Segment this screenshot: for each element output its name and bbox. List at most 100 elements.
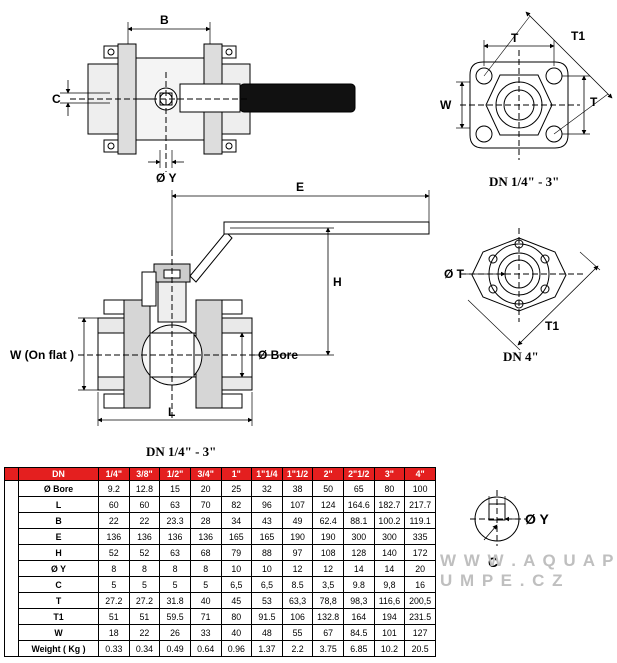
table-cell: 20 <box>404 560 436 577</box>
table-cell: 31.8 <box>159 592 191 609</box>
table-cell: 107 <box>281 496 314 513</box>
table-cell: 51 <box>128 608 161 625</box>
table-cell: 127 <box>404 624 436 641</box>
table-cell: 194 <box>373 608 406 625</box>
bore-dimension-label: Ø Bore <box>258 348 298 362</box>
table-header-size: 2" <box>312 467 344 481</box>
flange-large-t-label: Ø T <box>444 267 465 281</box>
table-cell: 182.7 <box>373 496 406 513</box>
table-cell: 172 <box>404 544 436 561</box>
table-cell: 96 <box>251 496 283 513</box>
table-cell: 3.75 <box>312 640 344 657</box>
table-header-size: 1/2" <box>159 467 191 481</box>
table-cell: 100.2 <box>373 512 406 529</box>
table-row-label: Ø Bore <box>18 480 99 497</box>
table-cell: 52 <box>98 544 130 561</box>
table-cell: 136 <box>98 528 130 545</box>
table-cell: 136 <box>128 528 161 545</box>
b-dimension-label: B <box>160 13 169 27</box>
stem-detail-drawing <box>470 490 527 546</box>
table-cell: 132.8 <box>312 608 344 625</box>
table-cell: 52 <box>128 544 161 561</box>
table-row-label: T1 <box>18 608 99 625</box>
table-cell: 14 <box>373 560 406 577</box>
table-cell: 67 <box>312 624 344 641</box>
table-cell: 8 <box>98 560 130 577</box>
table-header-size: 4" <box>404 467 436 481</box>
table-cell: 88 <box>251 544 283 561</box>
table-cell: 8 <box>159 560 191 577</box>
table-cell: 49 <box>281 512 314 529</box>
table-cell: 26 <box>159 624 191 641</box>
flange-small-t-top-label: T <box>511 31 519 45</box>
table-cell: 3,5 <box>312 576 344 593</box>
table-cell: 2.2 <box>281 640 314 657</box>
table-header-size: 2"1/2 <box>343 467 375 481</box>
table-cell: 22 <box>128 624 161 641</box>
table-cell: 65 <box>343 480 375 497</box>
table-cell: 0.33 <box>98 640 130 657</box>
table-cell: 12 <box>312 560 344 577</box>
table-cell: 0.49 <box>159 640 191 657</box>
table-row-label: Weight ( Kg ) <box>18 640 99 657</box>
l-dimension-label: L <box>168 405 175 419</box>
table-cell: 38 <box>281 480 314 497</box>
table-header-size: 1"1/4 <box>251 467 283 481</box>
table-cell: 70 <box>189 496 222 513</box>
w-on-flat-label: W (On flat ) <box>10 348 74 362</box>
flange-small-drawing <box>456 11 613 160</box>
table-cell: 79 <box>220 544 253 561</box>
table-header-blank <box>4 467 19 481</box>
table-row-spacer <box>4 640 19 657</box>
table-cell: 5 <box>189 576 222 593</box>
table-cell: 300 <box>343 528 375 545</box>
table-cell: 97 <box>281 544 314 561</box>
table-cell: 50 <box>312 480 344 497</box>
table-cell: 84.5 <box>343 624 375 641</box>
table-cell: 8 <box>128 560 161 577</box>
table-cell: 15 <box>159 480 191 497</box>
flange-small-t1-label: T1 <box>571 29 585 43</box>
table-cell: 9,8 <box>373 576 406 593</box>
table-cell: 8 <box>189 560 222 577</box>
table-cell: 10 <box>220 560 253 577</box>
table-row-spacer <box>4 560 19 577</box>
table-cell: 60 <box>128 496 161 513</box>
table-cell: 45 <box>220 592 253 609</box>
table-cell: 136 <box>189 528 222 545</box>
table-cell: 300 <box>373 528 406 545</box>
table-cell: 108 <box>312 544 344 561</box>
table-cell: 10 <box>251 560 283 577</box>
table-cell: 164 <box>343 608 375 625</box>
table-cell: 0.34 <box>128 640 161 657</box>
table-cell: 20.5 <box>404 640 436 657</box>
table-cell: 100 <box>404 480 436 497</box>
flange-small-caption: DN 1/4" - 3" <box>489 174 559 189</box>
table-row-label: T <box>18 592 99 609</box>
table-cell: 33 <box>189 624 222 641</box>
table-cell: 0.96 <box>220 640 253 657</box>
flange-small-w-label: W <box>440 98 452 112</box>
table-cell: 20 <box>189 480 222 497</box>
table-cell: 40 <box>220 624 253 641</box>
table-row-label: Ø Y <box>18 560 99 577</box>
table-cell: 82 <box>220 496 253 513</box>
table-cell: 63,3 <box>281 592 314 609</box>
table-cell: 1.37 <box>251 640 283 657</box>
watermark-text: W W W . A Q U A P U M P E . C Z <box>440 551 615 590</box>
table-cell: 128 <box>343 544 375 561</box>
table-cell: 80 <box>373 480 406 497</box>
e-dimension-label: E <box>296 180 304 194</box>
table-cell: 101 <box>373 624 406 641</box>
table-header-size: 1/4" <box>98 467 130 481</box>
table-cell: 165 <box>220 528 253 545</box>
table-cell: 124 <box>312 496 344 513</box>
